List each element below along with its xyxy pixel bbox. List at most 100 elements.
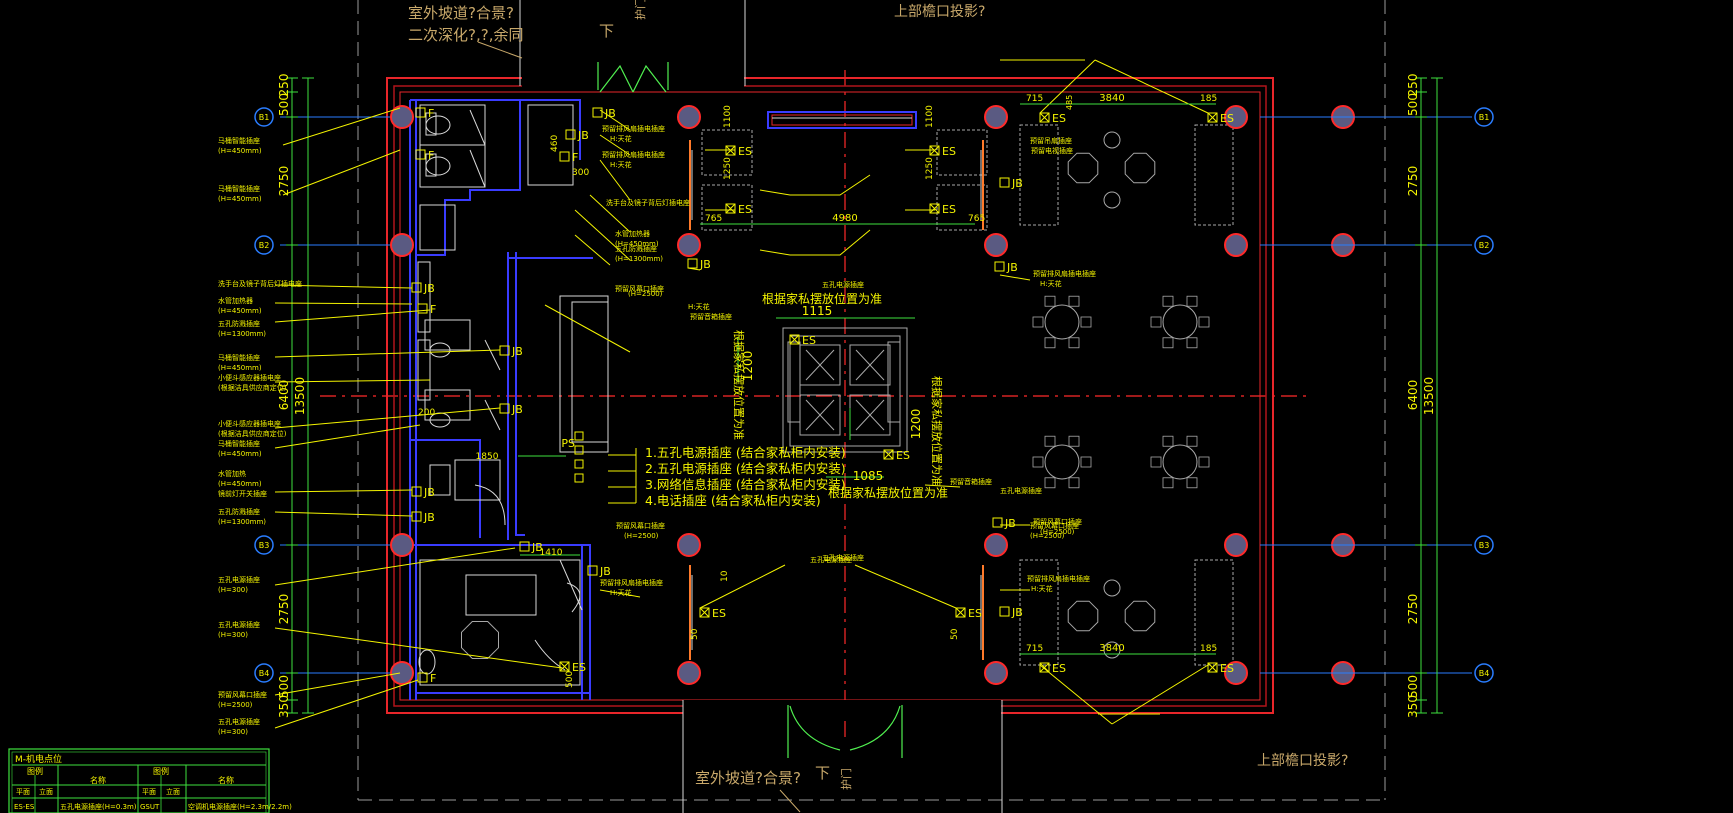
left-callout: (H=1300mm): [218, 518, 266, 526]
f-symbol: F: [415, 149, 434, 162]
dim-1410: 1410: [540, 548, 563, 558]
socket-es-symbol: ES: [725, 203, 752, 216]
axis-bubble-left: [254, 107, 274, 127]
dim-1085: 1085: [853, 469, 884, 483]
table-header-legend-2: 图例: [153, 766, 169, 776]
inner-callout: 预留排风扇插电插座: [1033, 269, 1096, 278]
toilets: [418, 112, 451, 675]
dim-765-right: 765: [968, 214, 985, 224]
column: [677, 233, 701, 257]
symbol-label: JB: [1006, 261, 1018, 274]
inner-callout: (H=2500): [1030, 532, 1065, 540]
f-symbol: F: [417, 303, 436, 316]
dining-furniture: [461, 131, 1210, 659]
down-arrow-bottom: 下: [815, 764, 830, 782]
left-dim-total: 13500: [293, 377, 307, 415]
symbol-label: ES: [968, 607, 982, 620]
symbol-label: JB: [604, 107, 616, 120]
legend-item-3: 3.网络信息插座 (结合家私柜内安装): [645, 477, 846, 492]
column: [984, 233, 1008, 257]
symbol-label: JB: [599, 565, 611, 578]
left-callout: (H=450mm): [218, 147, 262, 155]
symbol-label: JB: [531, 541, 543, 554]
socket-es-symbol: ES: [789, 334, 816, 347]
symbol-label: ES: [802, 334, 816, 347]
dim-185-bottom: 185: [1200, 644, 1217, 654]
left-dim-segment: 500: [277, 93, 291, 116]
table-header-name-1: 名称: [90, 775, 106, 785]
junction-box-symbol: JB: [999, 606, 1023, 619]
left-callout: 五孔电源插座: [218, 575, 260, 584]
tv-wall: [767, 111, 917, 129]
symbol-label: ES: [1052, 112, 1066, 125]
note-ramp-bottom: 室外坡道?合景?: [695, 769, 801, 787]
left-callout: (H=300): [218, 631, 248, 639]
axis-bubble-right: [1474, 535, 1494, 555]
column: [390, 105, 414, 129]
inner-callout: 水管加热器: [615, 229, 650, 238]
socket-es-symbol: ES: [725, 145, 752, 158]
left-dim-segment: 500: [277, 675, 291, 698]
socket-es-symbol: ES: [929, 203, 956, 216]
inner-callout: H:天花: [610, 160, 632, 169]
symbol-label: JB: [423, 486, 435, 499]
axis-bubble-right: [1474, 107, 1494, 127]
junction-box-symbol: JB: [999, 177, 1023, 190]
left-callout: (根据洁具供应商定位): [218, 383, 287, 392]
column: [677, 533, 701, 557]
symbol-label: F: [428, 107, 434, 120]
left-callout: (H=300): [218, 586, 248, 594]
furniture-note-top: 根据家私摆放位置为准: [762, 291, 882, 306]
socket-es-symbol: ES: [1039, 662, 1066, 675]
junction-box-symbol: JB: [592, 107, 616, 120]
symbol-label: F: [430, 303, 436, 316]
furniture-note-vertical-left: 根据家私摆放位置为准: [732, 330, 746, 440]
dim-1200-b: 1200: [909, 409, 923, 440]
inner-callout: 预留音箱插座: [690, 312, 732, 321]
dim-1250-a: 1250: [723, 157, 733, 180]
note-ramp-top: 室外坡道?合景?: [408, 4, 514, 22]
axis-bubble-left: [254, 663, 274, 683]
junction-box-symbol: JB: [499, 345, 523, 358]
axis-label-right: B4: [1479, 669, 1490, 678]
left-callout: 镜前灯开关插座: [218, 489, 267, 498]
annotation-leaders: [274, 59, 1209, 729]
dim-1100-b: 1100: [925, 105, 935, 128]
junction-box-symbol: JB: [411, 511, 435, 524]
inner-callout: H:天花: [610, 134, 632, 143]
symbol-label: JB: [1011, 606, 1023, 619]
inner-callout: (H=2500): [1040, 528, 1075, 536]
table-row-legend-2: GSUT: [140, 803, 160, 811]
center-axes: [320, 70, 1310, 740]
inner-callout: 五孔电源插座: [1000, 486, 1042, 495]
left-callout: 马桶智能插座: [218, 353, 260, 362]
outer-guide-lines: [357, 0, 1386, 801]
left-callout: 马桶智能插座: [218, 136, 260, 145]
symbol-label: ES: [942, 203, 956, 216]
left-callouts: 马桶智能插座(H=450mm)马桶智能插座(H=450mm)洗手台及镜子背后灯插…: [218, 136, 302, 736]
right-dim-segment: 6400: [1406, 380, 1420, 411]
left-dim-segment: 6400: [277, 380, 291, 411]
note-eave-bottom: 上部檐口投影?: [1257, 753, 1348, 769]
inner-callout: 洗手台及镜子背后灯插电座: [606, 198, 690, 207]
symbol-label: ES: [1220, 662, 1234, 675]
legend-item-4: 4.电话插座 (结合家私柜内安装): [645, 493, 821, 508]
left-callout: (H=1300mm): [218, 330, 266, 338]
left-callout: 水管加热: [218, 469, 246, 478]
down-arrow-top: 下: [599, 22, 614, 40]
booth-outlines: [701, 124, 1234, 666]
inner-callout: 预留电视插座: [1031, 146, 1073, 155]
dim-200: 200: [418, 408, 435, 418]
table-sub-1: 平面: [16, 788, 30, 796]
inner-callout: 预留风幕口插座: [1033, 517, 1082, 526]
table-header-legend-1: 图例: [27, 766, 43, 776]
symbol-label: JB: [699, 258, 711, 271]
interior-partitions: [409, 99, 593, 700]
left-callout: (H=450mm): [218, 307, 262, 315]
symbol-label: ES: [896, 449, 910, 462]
